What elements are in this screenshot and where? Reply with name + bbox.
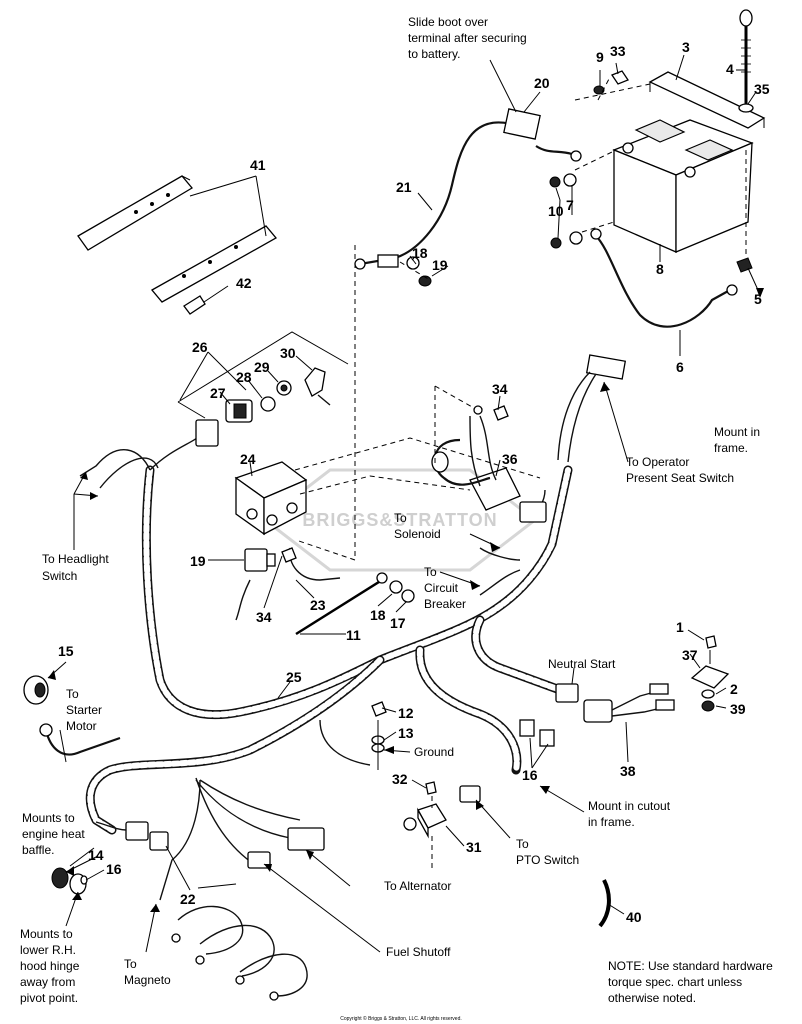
callout-42: 42 [236, 275, 252, 291]
callout-15: 15 [58, 643, 74, 659]
callout-16b: 16 [522, 767, 538, 783]
callout-9: 9 [596, 49, 604, 65]
callout-41: 41 [250, 157, 266, 173]
callout-27: 27 [210, 385, 226, 401]
label-mount-cutout: Mount in cutout in frame. [588, 799, 673, 829]
battery-cable-positive [359, 121, 516, 266]
callout-30: 30 [280, 345, 296, 361]
callout-16a: 16 [106, 861, 122, 877]
callout-34b: 34 [256, 609, 272, 625]
note: NOTE: Use standard hardware torque spec.… [608, 959, 776, 1005]
callout-6: 6 [676, 359, 684, 375]
copyright: Copyright © Briggs & Stratton, LLC. All … [340, 1015, 462, 1022]
label-fuel-shutoff: Fuel Shutoff [386, 945, 451, 959]
label-headlight: To Headlight Switch [42, 552, 112, 583]
callout-21: 21 [396, 179, 412, 195]
label-operator-seat: To Operator Present Seat Switch [626, 455, 734, 485]
watermark-text: BRIGGS&STRATTON [302, 510, 497, 530]
label-slide-boot: Slide boot over terminal after securing … [408, 15, 530, 61]
callout-10: 10 [548, 203, 564, 219]
ground-hardware [371, 701, 387, 770]
hold-down-bracket [648, 71, 766, 129]
callout-19b: 19 [190, 553, 206, 569]
solenoid [234, 461, 308, 536]
mounting-brackets [77, 175, 277, 315]
label-solenoid: To Solenoid [394, 511, 441, 541]
callout-29: 29 [254, 359, 270, 375]
callout-28: 28 [236, 369, 252, 385]
accessory-wires [171, 905, 308, 1001]
callout-14: 14 [88, 847, 104, 863]
callout-5: 5 [754, 291, 762, 307]
label-pto-switch: To PTO Switch [516, 837, 579, 867]
neutral-switch-hardware [690, 635, 730, 712]
callout-1: 1 [676, 619, 684, 635]
main-harness [85, 465, 573, 835]
ignition-switch-group [177, 331, 349, 423]
relay-bolt [473, 405, 509, 421]
callout-25: 25 [286, 669, 302, 685]
callout-38: 38 [620, 763, 636, 779]
label-circuit-breaker: To Circuit Breaker [424, 565, 466, 611]
callout-2: 2 [730, 681, 738, 697]
label-hood-hinge: Mounts to lower R.H. hood hinge away fro… [20, 927, 83, 1005]
callout-26: 26 [192, 339, 208, 355]
callout-3: 3 [682, 39, 690, 55]
callout-11: 11 [346, 627, 361, 643]
callout-22: 22 [180, 891, 196, 907]
label-heat-baffle: Mounts to engine heat baffle. [22, 811, 88, 857]
callout-19a: 19 [432, 257, 448, 273]
callout-31: 31 [466, 839, 482, 855]
callout-18a: 18 [412, 245, 428, 261]
annotation-labels: Slide boot over terminal after securing … [20, 15, 776, 1022]
label-starter-motor: To Starter Motor [66, 687, 105, 733]
callout-40: 40 [626, 909, 642, 925]
callout-35: 35 [754, 81, 770, 97]
label-ground: Ground [414, 745, 454, 759]
callout-24: 24 [240, 451, 256, 467]
callout-37: 37 [682, 647, 698, 663]
callout-numbers: 3 4 35 9 33 20 7 10 8 5 6 21 18 19 41 42… [58, 39, 770, 925]
callout-39: 39 [730, 701, 746, 717]
callout-8: 8 [656, 261, 664, 277]
label-neutral-start: Neutral Start [548, 657, 616, 671]
seat-switch-connector [557, 354, 627, 463]
headlight-branch [79, 449, 151, 477]
battery-cable-negative [595, 235, 731, 328]
j-bolt [738, 9, 754, 255]
callout-4: 4 [726, 61, 734, 77]
pto-switch [403, 781, 481, 870]
label-mount-frame: Mount in frame. [714, 425, 763, 455]
callout-12: 12 [398, 705, 414, 721]
battery [612, 119, 754, 253]
callout-13: 13 [398, 725, 414, 741]
relay [431, 415, 521, 511]
callout-32: 32 [392, 771, 408, 787]
callout-20: 20 [534, 75, 550, 91]
arrowheads [48, 288, 764, 912]
neutral-start-switch [519, 683, 675, 747]
label-magneto: To Magneto [124, 957, 171, 987]
battery-hardware [549, 70, 753, 273]
label-alternator: To Alternator [384, 879, 451, 893]
callout-23: 23 [310, 597, 326, 613]
callout-17: 17 [390, 615, 406, 631]
callout-7: 7 [566, 197, 574, 213]
callout-18b: 18 [370, 607, 386, 623]
starter-cable [23, 675, 121, 756]
callout-33: 33 [610, 43, 626, 59]
callout-36: 36 [502, 451, 518, 467]
callout-34a: 34 [492, 381, 508, 397]
assembly-lines [294, 76, 611, 561]
engine-mount-clips [51, 867, 88, 895]
